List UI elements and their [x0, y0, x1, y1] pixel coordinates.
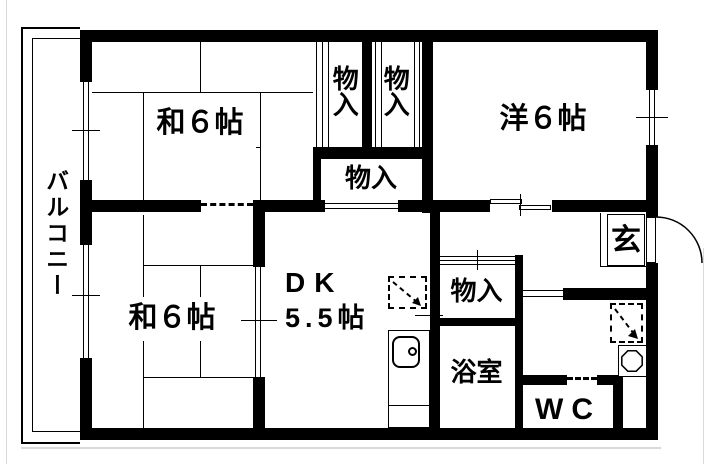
- faucet-icon: [408, 347, 417, 356]
- tatami-line: [92, 92, 313, 93]
- appliance-space-icon: [610, 303, 643, 343]
- sliding-door: [325, 203, 398, 204]
- tatami-line: [260, 92, 261, 200]
- sliding-door: [260, 267, 261, 377]
- window: [88, 82, 89, 180]
- wall-under-closets: [313, 147, 433, 159]
- wc-door: [567, 377, 597, 380]
- wall-outer-right: [646, 30, 658, 90]
- kitchen-counter-divider: [388, 405, 430, 406]
- wall-mid-horizontal: [552, 200, 658, 212]
- closet-door: [438, 260, 515, 261]
- closet-door: [381, 42, 382, 147]
- wall-outer-left: [80, 180, 92, 245]
- dk-label-line2: 5.5帖: [285, 303, 370, 333]
- scan-artifact-line: [6, 0, 7, 464]
- sliding-door-leaf: [490, 199, 522, 204]
- entrance-door-arc-icon: [655, 216, 703, 264]
- wall-outer-left: [80, 30, 92, 82]
- wall-mid-horizontal: [92, 200, 201, 212]
- closet-door: [316, 42, 317, 147]
- sliding-door-tick: [520, 194, 521, 216]
- closet-door: [438, 264, 515, 265]
- closet-door-tick: [477, 250, 478, 270]
- window-tick: [72, 130, 100, 131]
- room-label-yoshitsu: 洋６帖: [499, 103, 587, 136]
- wall-outer-bottom: [80, 428, 658, 440]
- closet-door: [414, 42, 415, 147]
- wall-washitsu-dk: [253, 377, 265, 428]
- window: [83, 82, 84, 180]
- room-label-wc: WC: [535, 392, 601, 426]
- wall-outer-top: [80, 30, 658, 42]
- wall-washitsu-dk: [253, 212, 265, 267]
- wall-wc-top: [597, 375, 613, 385]
- closet-label-top-b: 物入: [380, 65, 411, 117]
- closet-label-middle: 物入: [344, 162, 397, 193]
- balcony-label: バルコニー: [42, 169, 69, 299]
- tatami-line: [143, 92, 144, 200]
- sliding-door: [325, 208, 398, 209]
- room-label-bathroom: 浴室: [450, 356, 503, 387]
- sliding-door: [201, 203, 253, 206]
- sliding-door: [255, 267, 256, 377]
- wall-bath-right: [515, 255, 523, 428]
- tatami-line: [143, 265, 253, 266]
- wall-mid-horizontal: [398, 200, 490, 212]
- scan-artifact-line: [21, 447, 661, 449]
- balcony-outline-outer: [21, 27, 80, 444]
- washroom-door: [523, 296, 563, 297]
- room-label-dk: DK 5.5帖: [285, 266, 420, 336]
- genkan-step-line: [600, 213, 601, 266]
- wall-outer-right: [646, 263, 658, 440]
- wall-washroom-top: [563, 288, 646, 300]
- dk-label-line1: DK: [285, 267, 344, 298]
- wall-closet-bath-divider: [430, 318, 523, 326]
- washing-machine-pan: [618, 345, 647, 377]
- tatami-line: [143, 377, 253, 378]
- sliding-door-tick: [241, 320, 277, 321]
- wall-outer-left: [80, 358, 92, 440]
- counter-tick: [415, 315, 443, 316]
- window: [83, 245, 84, 358]
- genkan-area: [607, 214, 645, 266]
- closet-label-top-a: 物入: [329, 65, 360, 117]
- closet-door: [375, 42, 376, 147]
- window-tick: [72, 295, 100, 296]
- closet-label-hall: 物入: [450, 275, 503, 306]
- closet-door: [419, 42, 420, 147]
- tatami-line: [200, 42, 201, 92]
- wall-wc-right: [613, 375, 623, 428]
- scan-artifact-line: [703, 248, 704, 464]
- room-label-washitsu-top: 和６帖: [144, 100, 256, 148]
- genkan-step-line: [600, 266, 646, 267]
- closet-door: [438, 256, 515, 257]
- window-tick: [636, 117, 668, 118]
- wall-closet-middle-left: [313, 159, 321, 212]
- washroom-door: [523, 290, 563, 291]
- closet-door: [322, 42, 323, 147]
- entrance-door-leaf: [646, 217, 656, 263]
- window: [88, 245, 89, 358]
- wall-mid-horizontal: [253, 200, 325, 212]
- wall-outer-right: [646, 145, 658, 217]
- wall-closet-divider: [362, 42, 372, 147]
- closet-door: [328, 42, 329, 147]
- wall-western-room-left: [422, 42, 433, 213]
- balcony-outline-inner: [32, 38, 80, 432]
- room-label-entrance: 玄: [611, 223, 641, 257]
- sliding-door-leaf: [519, 205, 551, 210]
- wall-wc-top: [523, 375, 567, 385]
- room-label-washitsu-bottom: 和６帖: [116, 297, 228, 341]
